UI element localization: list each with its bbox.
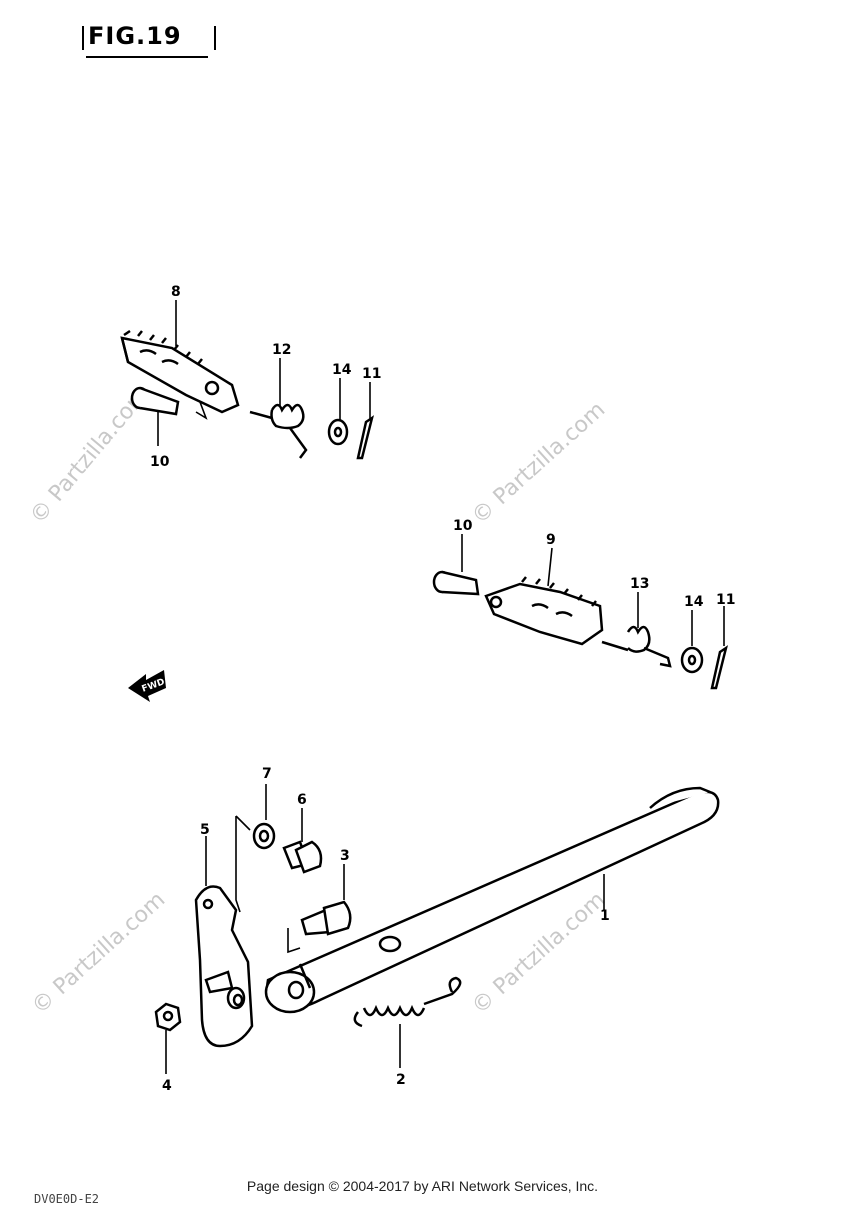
part-14-washer-left[interactable] — [327, 418, 349, 446]
part-4-nut[interactable] — [154, 1002, 182, 1032]
part-10-pin-left[interactable] — [130, 386, 180, 416]
part-7-lock-washer[interactable] — [252, 822, 276, 850]
part-8-footrest-left[interactable] — [120, 329, 240, 414]
watermark-mid: © Partzilla.com — [467, 397, 610, 529]
callout-1: 1 — [600, 908, 610, 924]
callout-2: 2 — [396, 1072, 406, 1088]
callout-6: 6 — [297, 792, 307, 808]
callout-3: 3 — [340, 848, 350, 864]
forward-arrow-icon: FWD — [128, 670, 166, 702]
callout-12: 12 — [272, 342, 291, 358]
callout-10-right: 10 — [453, 518, 473, 534]
part-14-washer-right[interactable] — [680, 646, 704, 674]
callout-14-right: 14 — [684, 594, 704, 610]
callout-8: 8 — [171, 284, 181, 300]
callout-4: 4 — [162, 1078, 172, 1094]
part-11-cotter-pin-left[interactable] — [356, 415, 374, 460]
part-2-spring[interactable] — [353, 976, 462, 1028]
callout-13: 13 — [630, 576, 649, 592]
part-10-pin-right[interactable] — [432, 570, 480, 596]
part-13-spring-right[interactable] — [601, 625, 672, 668]
part-9-footrest-right[interactable] — [484, 576, 604, 646]
callout-11-right: 11 — [716, 592, 735, 608]
leader-lines — [157, 300, 725, 1074]
diagram-code: DV0E0D-E2 — [34, 1192, 100, 1206]
part-12-spring-left[interactable] — [249, 403, 308, 459]
callout-5: 5 — [200, 822, 210, 838]
callout-14-left: 14 — [332, 362, 352, 378]
callout-11-left: 11 — [362, 366, 381, 382]
callout-7: 7 — [262, 766, 272, 782]
part-6-bolt[interactable] — [282, 840, 323, 874]
callout-9: 9 — [546, 532, 556, 548]
watermark-low-left: © Partzilla.com — [27, 887, 170, 1019]
part-1-side-stand[interactable] — [264, 786, 720, 1014]
figure-title-underline — [86, 56, 208, 58]
part-11-cotter-pin-right[interactable] — [710, 645, 728, 690]
part-5-bracket[interactable] — [194, 885, 254, 1048]
callout-10-left: 10 — [150, 454, 170, 470]
figure-title: FIG.19 — [82, 22, 215, 50]
callouts: 8 12 14 11 10 10 9 13 14 11 7 6 5 3 1 2 … — [150, 284, 735, 1094]
copyright-footer: Page design © 2004-2017 by ARI Network S… — [246, 1178, 599, 1194]
part-3-bolt[interactable] — [300, 900, 352, 936]
